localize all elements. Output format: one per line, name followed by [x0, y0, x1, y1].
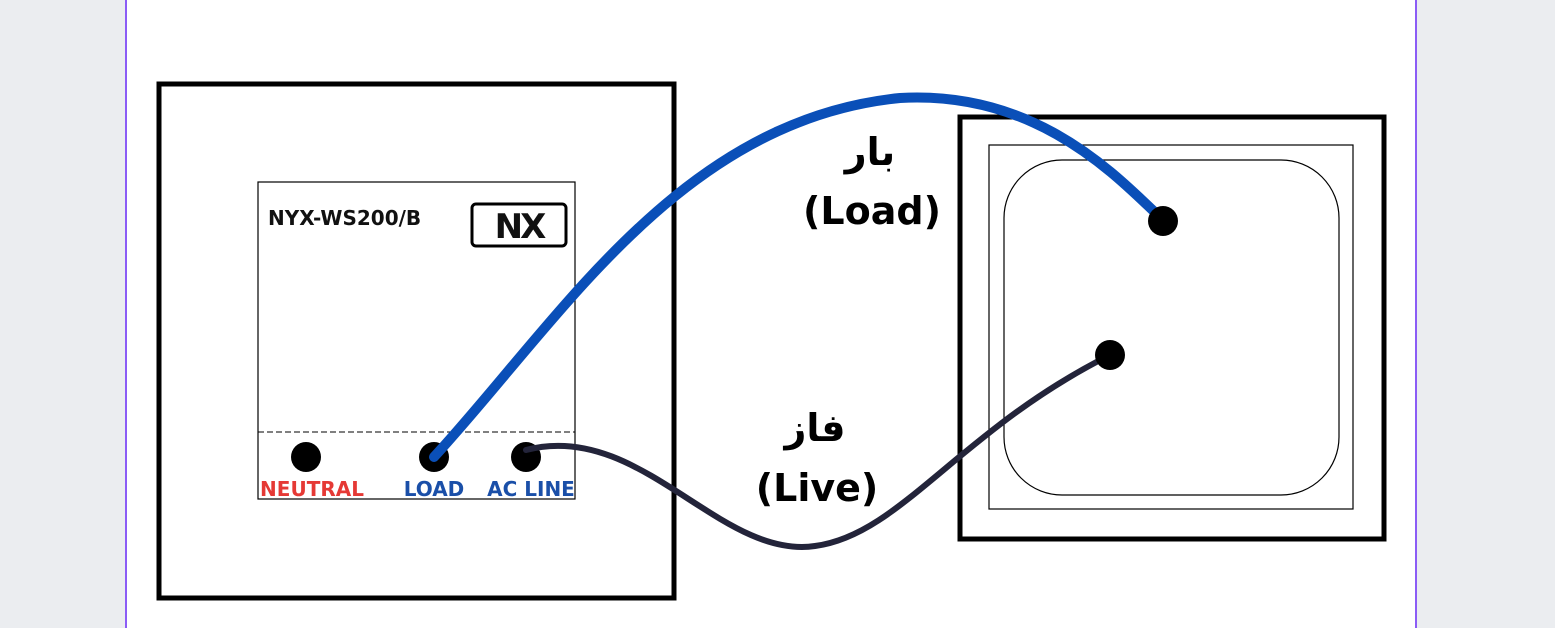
terminal-label-ac-line: AC LINE [487, 477, 575, 501]
load-wire [429, 92, 1168, 462]
fixture-outer-box [957, 114, 1387, 542]
logo-text: NX [495, 207, 546, 247]
fixture-terminal-live [1095, 340, 1125, 370]
switch-wall-plate [156, 81, 677, 601]
fixture-terminal-load [1148, 206, 1178, 236]
model-name: NYX-WS200/B [268, 206, 421, 230]
fixture-lamp-panel [1003, 159, 1340, 496]
load-label-fa: بار [843, 130, 895, 174]
live-label-fa: فاز [782, 406, 845, 450]
terminal-label-load: LOAD [404, 477, 465, 501]
load-label-en: (Load) [803, 189, 941, 233]
live-wire [523, 352, 1113, 550]
terminal-neutral [291, 442, 321, 472]
live-label-en: (Live) [756, 466, 879, 510]
fixture-inner-frame [988, 144, 1354, 510]
nx-logo: NX [470, 202, 568, 248]
terminal-label-neutral: NEUTRAL [260, 477, 364, 501]
